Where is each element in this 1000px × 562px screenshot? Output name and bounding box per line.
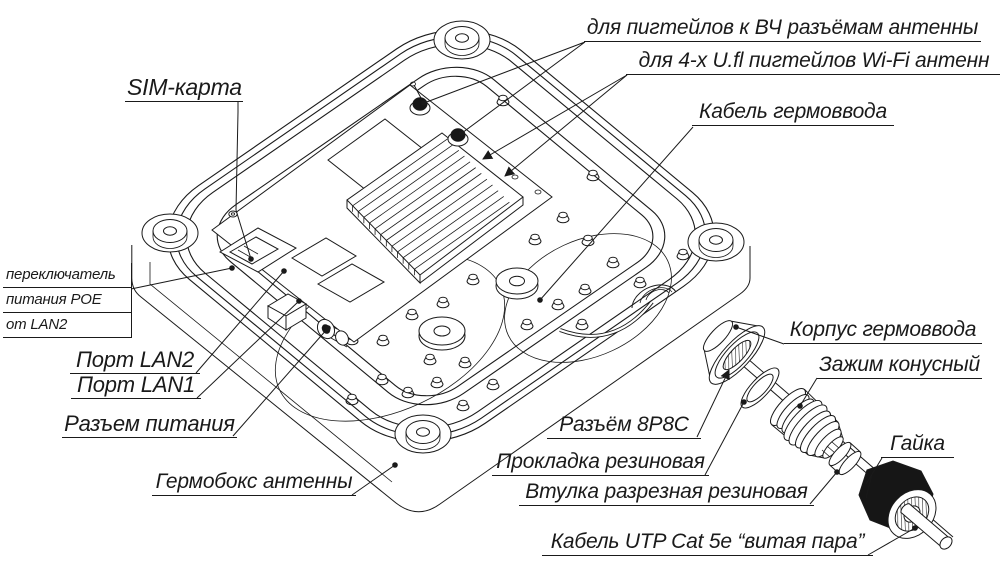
gasket-ring xyxy=(740,367,780,409)
split-bushing xyxy=(828,441,862,476)
label-rj45: Разъём 8P8C xyxy=(547,412,701,439)
heatsink xyxy=(346,132,524,285)
label-sim-card: SIM-карта xyxy=(125,74,243,102)
label-gasket: Прокладка резиновая xyxy=(492,449,709,476)
floor-standoffs xyxy=(345,94,690,412)
label-lan2-port: Порт LAN2 xyxy=(70,347,200,374)
label-nut: Гайка xyxy=(881,431,954,458)
label-power-connector: Разъем питания xyxy=(62,411,237,438)
label-cone-clamp: Зажим конусный xyxy=(817,352,982,379)
sim-holder xyxy=(219,227,297,273)
label-poe-switch: переключатель питания POE от LAN2 xyxy=(3,263,132,338)
label-gland-body: Корпус гермоввода xyxy=(784,317,982,344)
label-split-bushing: Втулка разрезная резиновая xyxy=(519,479,814,506)
label-gland-cable: Кабель гермоввода xyxy=(692,99,894,126)
leader-dots xyxy=(229,100,918,531)
utp-cable-stub xyxy=(900,503,953,550)
leader-lines xyxy=(130,41,916,556)
label-ufl-pigtails: для 4-х U.fl пигтейлов Wi-Fi антенн xyxy=(626,48,1000,75)
label-poe-switch-line3: от LAN2 xyxy=(3,313,131,338)
lan-ports xyxy=(267,237,386,331)
cable-gland xyxy=(631,284,954,550)
label-poe-switch-line1: переключатель xyxy=(3,263,131,288)
label-rf-pigtails: для пигтейлов к ВЧ разъёмам антенны xyxy=(584,15,981,42)
cone-clamp xyxy=(770,388,844,459)
mounting-pads xyxy=(418,267,539,351)
corner-bosses xyxy=(141,20,745,454)
cable-hump xyxy=(631,284,677,309)
label-enclosure: Гермобокс антенны xyxy=(152,469,356,496)
label-utp-cable: Кабель UTP Cat 5e “витая пара” xyxy=(542,529,873,556)
label-poe-switch-line2: питания POE xyxy=(3,288,131,313)
label-lan1-port: Порт LAN1 xyxy=(71,372,201,399)
